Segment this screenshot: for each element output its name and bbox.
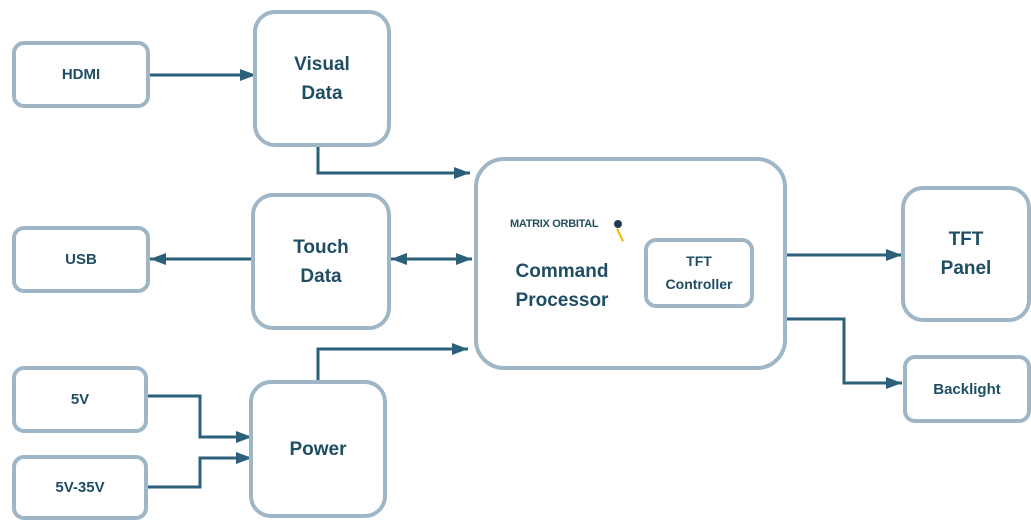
touch-data-line2: Data	[300, 265, 342, 287]
command-processor-line1: Command	[515, 261, 609, 282]
5v-box: 5V	[12, 366, 148, 433]
5v-35v-box: 5V-35V	[12, 455, 148, 520]
command-processor-label: Command Processor	[492, 257, 632, 315]
tft-controller-line2: Controller	[665, 276, 733, 292]
arrow-power-to-command	[316, 343, 468, 380]
backlight-box: Backlight	[903, 355, 1031, 423]
tft-panel-line2: Panel	[940, 258, 992, 279]
touch-data-box: Touch Data	[251, 193, 391, 330]
arrow-visual-to-command	[316, 147, 470, 179]
tft-panel-box: TFT Panel	[901, 186, 1031, 322]
command-processor-line2: Processor	[515, 290, 609, 311]
usb-box: USB	[12, 226, 150, 293]
5v-35v-label: 5V-35V	[55, 479, 105, 496]
logo-dot-icon	[614, 220, 622, 228]
5v-label: 5V	[70, 391, 90, 408]
backlight-label: Backlight	[933, 380, 1001, 398]
power-label: Power	[289, 438, 347, 460]
logo-text: MATRIX ORBITAL	[510, 218, 599, 230]
visual-data-line2: Data	[301, 82, 343, 104]
tft-controller-line1: TFT	[686, 253, 712, 269]
usb-label: USB	[65, 251, 97, 268]
arrow-5v35v-to-power	[148, 452, 252, 489]
hdmi-label: HDMI	[61, 66, 101, 83]
touch-data-line1: Touch	[293, 236, 349, 258]
arrow-command-to-backlight	[787, 317, 902, 389]
tft-panel-line1: TFT	[948, 229, 984, 250]
arrow-5v-to-power	[148, 394, 252, 443]
hdmi-box: HDMI	[12, 41, 150, 108]
visual-data-box: Visual Data	[253, 10, 391, 147]
power-box: Power	[249, 380, 387, 518]
tft-controller-box: TFT Controller	[644, 238, 754, 308]
visual-data-line1: Visual	[294, 53, 350, 75]
